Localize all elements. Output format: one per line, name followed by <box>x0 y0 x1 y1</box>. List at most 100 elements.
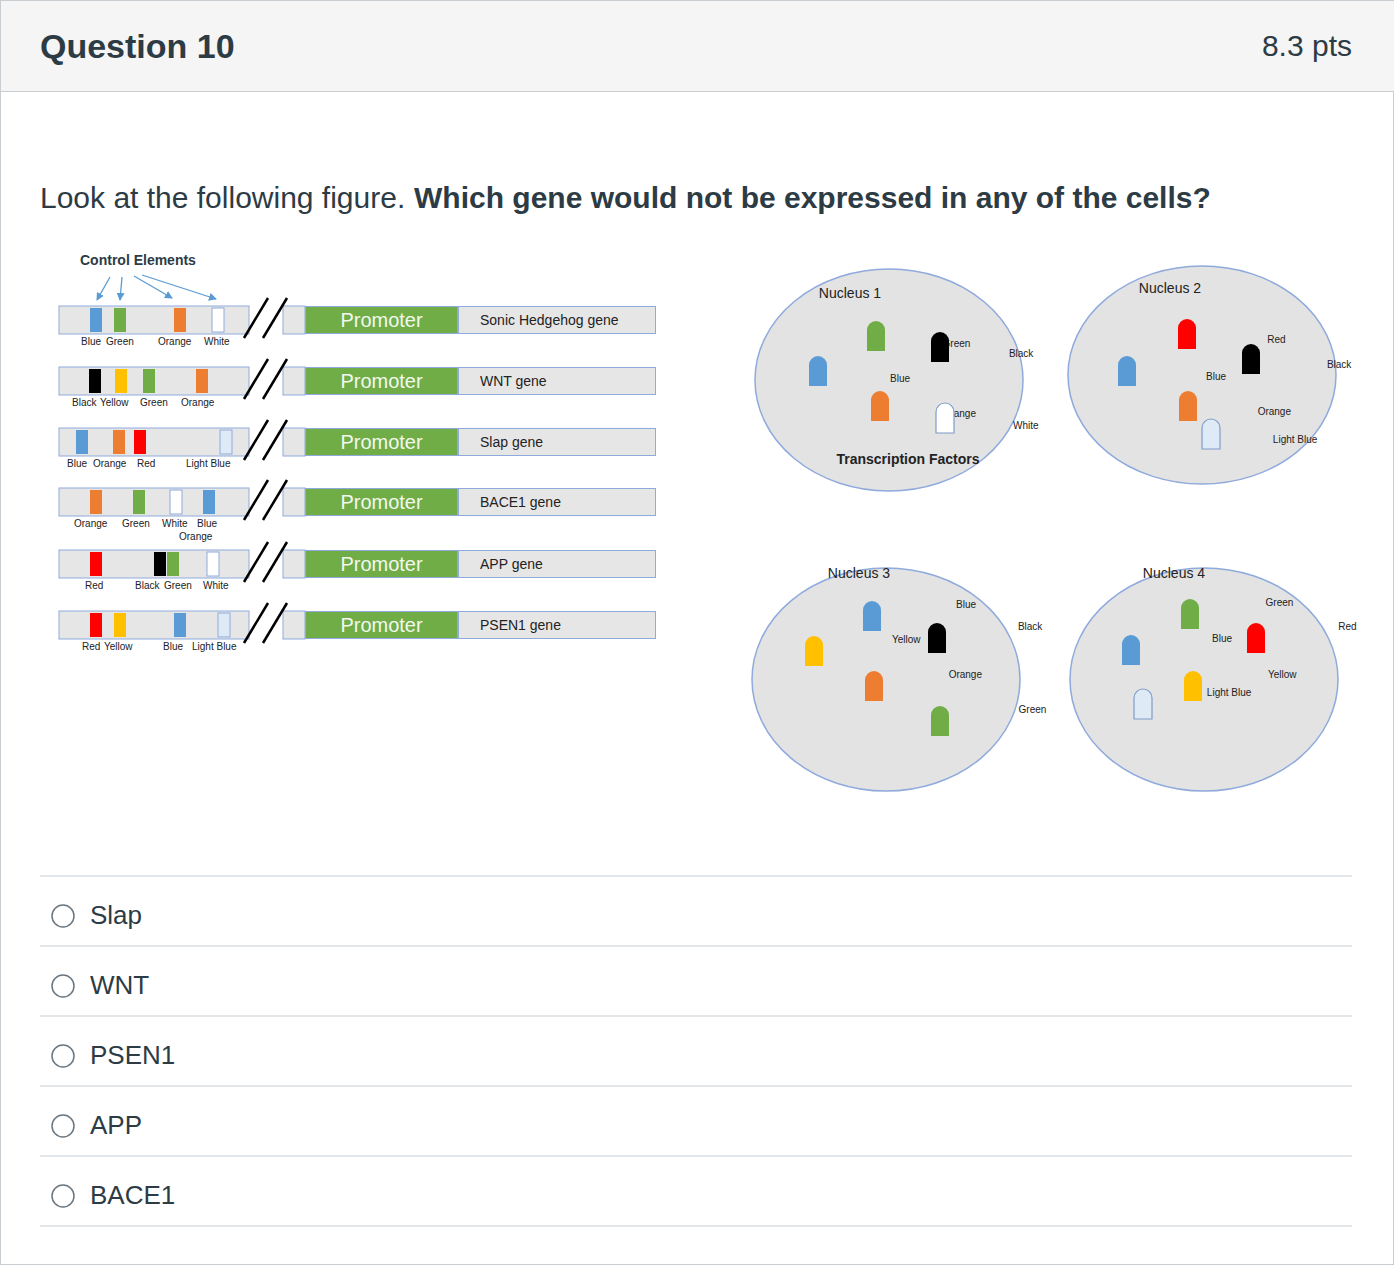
break-mark <box>244 420 268 460</box>
element-label: Blue <box>67 458 87 469</box>
factor-symbol <box>1183 670 1203 702</box>
answer-option: BACE1 <box>90 1180 175 1211</box>
nucleus-title: Nucleus 4 <box>1143 565 1205 581</box>
factor-symbol <box>1201 418 1221 450</box>
gene-box: Slap gene <box>458 428 656 456</box>
transcription-factor: Blue <box>862 600 882 632</box>
answer-option: WNT <box>90 970 149 1001</box>
factor-symbol <box>1177 318 1197 350</box>
factor-shape <box>865 671 883 701</box>
break-mark <box>263 359 287 399</box>
factor-label: Black <box>1018 621 1042 633</box>
control-region <box>59 550 249 578</box>
transcription-factor: White <box>935 402 955 434</box>
gene-box: PSEN1 gene <box>458 611 656 639</box>
factor-symbol <box>808 355 828 387</box>
radio-button <box>52 1115 74 1137</box>
element-label: Red <box>137 458 155 469</box>
nucleus-ellipse <box>752 568 1020 791</box>
element-label: Orange <box>179 531 212 542</box>
factor-symbol <box>870 390 890 422</box>
control-element <box>174 613 186 637</box>
caption-text: Transcription Factors <box>836 451 979 467</box>
transcription-factor: Black <box>930 331 950 363</box>
promoter-box: Promoter <box>305 550 458 578</box>
control-region <box>59 306 249 334</box>
factor-label: Green <box>1266 597 1294 609</box>
option-separator <box>40 1226 1352 1227</box>
element-label: Green <box>164 580 192 591</box>
factor-symbol <box>1246 622 1266 654</box>
factor-shape <box>1122 635 1140 665</box>
promoter-box: Promoter <box>305 367 458 395</box>
control-element <box>113 430 125 454</box>
pointer-arrow <box>142 275 216 299</box>
factor-label: Blue <box>890 373 910 385</box>
control-element <box>218 613 230 637</box>
promoter-label: Promoter <box>340 309 422 332</box>
factor-shape <box>1118 356 1136 386</box>
option-separator <box>40 946 1352 947</box>
break-mark <box>244 359 268 399</box>
control-element <box>134 430 146 454</box>
nucleus-title: Nucleus 1 <box>819 285 881 301</box>
factor-shape <box>1178 319 1196 349</box>
factor-symbol <box>927 622 947 654</box>
pointer-arrow <box>97 277 110 300</box>
transcription-factor: Light Blue <box>1133 688 1153 720</box>
break-mark <box>263 298 287 338</box>
element-label: Blue <box>81 336 101 347</box>
factor-shape <box>805 636 823 666</box>
factor-label: Red <box>1267 334 1285 346</box>
factor-symbol <box>935 402 955 434</box>
control-element <box>90 308 102 332</box>
transcription-factor: Blue <box>1121 634 1141 666</box>
break-mark <box>244 298 268 338</box>
factor-symbol <box>1180 598 1200 630</box>
element-label: Orange <box>74 518 107 529</box>
factor-symbol <box>1121 634 1141 666</box>
option-separator <box>40 1016 1352 1017</box>
element-label: Red <box>85 580 103 591</box>
break-mark <box>263 480 287 520</box>
transcription-factor: Light Blue <box>1201 418 1221 450</box>
promoter-label: Promoter <box>340 431 422 454</box>
factor-shape <box>1247 623 1265 653</box>
factor-label: Green <box>1019 704 1047 716</box>
control-element <box>167 552 179 576</box>
dna-segment <box>283 488 305 516</box>
element-label: Orange <box>93 458 126 469</box>
promoter-box: Promoter <box>305 306 458 334</box>
promoter-box: Promoter <box>305 611 458 639</box>
factor-shape <box>1202 419 1220 449</box>
control-element <box>196 369 208 393</box>
radio-button <box>52 1185 74 1207</box>
break-mark <box>263 603 287 643</box>
factor-symbol <box>1133 688 1153 720</box>
transcription-factor: Black <box>927 622 947 654</box>
element-label: Yellow <box>104 641 133 652</box>
nucleus-circle: Nucleus 3BlueBlackYellowOrangeGreen <box>751 567 1021 792</box>
radio-button <box>52 905 74 927</box>
nucleus-ellipse <box>1070 568 1338 791</box>
element-label: Black <box>72 397 96 408</box>
factor-shape <box>1184 671 1202 701</box>
element-label: Yellow <box>100 397 129 408</box>
factor-label: Black <box>1009 348 1033 360</box>
transcription-factor: Green <box>866 320 886 352</box>
factor-label: Light Blue <box>1273 434 1317 446</box>
gene-name: APP gene <box>480 556 543 572</box>
gene-box: APP gene <box>458 550 656 578</box>
promoter-box: Promoter <box>305 428 458 456</box>
transcription-factor: Orange <box>1178 390 1198 422</box>
question-text: Which gene would not be expressed in any… <box>414 181 1211 215</box>
factor-label: White <box>1013 420 1039 432</box>
control-element <box>114 308 126 332</box>
gene-name: WNT gene <box>480 373 547 389</box>
promoter-label: Promoter <box>340 491 422 514</box>
break-mark <box>244 480 268 520</box>
factor-shape <box>931 332 949 362</box>
gene-box: BACE1 gene <box>458 488 656 516</box>
radio-button <box>52 975 74 997</box>
